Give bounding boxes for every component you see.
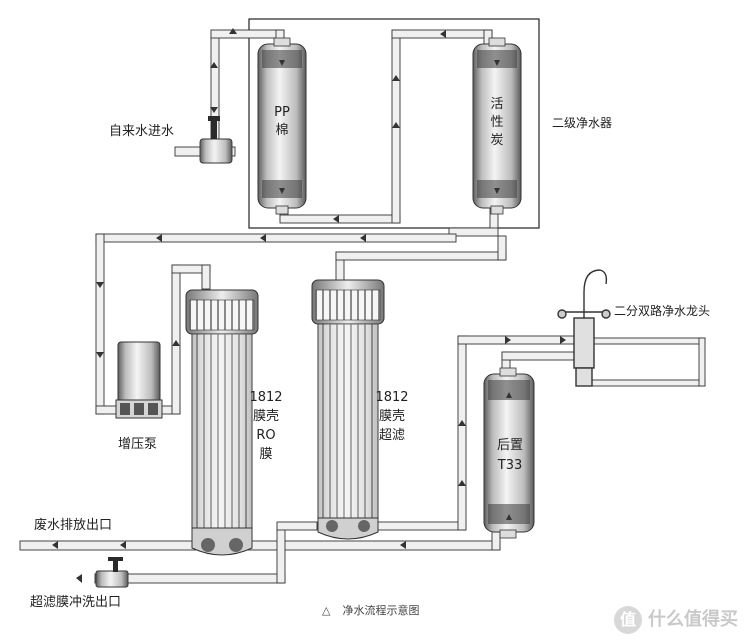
secondary-purifier-label: 二级净水器 [552, 116, 613, 130]
dual-faucet-icon [557, 269, 611, 387]
inlet-valve-icon [199, 116, 233, 164]
secondary-purifier-frame [248, 18, 540, 229]
pp-filter-label: PP 棉 [274, 105, 290, 138]
uf-membrane-housing [311, 279, 385, 540]
waste-outlet-label: 废水排放出口 [34, 518, 113, 533]
carbon-filter-label: 活 性 炭 [490, 97, 504, 148]
booster-pump [115, 341, 163, 419]
caption-triangle-icon: △ [322, 604, 331, 617]
flow-arrows [52, 28, 566, 583]
uf-membrane-label: 1812 膜壳 超滤 [375, 390, 409, 443]
post-filter-t33-cartridge [483, 367, 535, 539]
watermark: 值什么值得买 [614, 605, 738, 634]
watermark-text: 什么值得买 [648, 609, 738, 630]
inlet-label: 自来水进水 [109, 124, 175, 139]
uf-flush-valve-icon [95, 557, 129, 588]
carbon-filter-cartridge [472, 37, 522, 215]
ro-membrane-housing [185, 289, 259, 556]
caption-text: 净水流程示意图 [342, 604, 420, 617]
watermark-logo-icon: 值 [614, 606, 642, 634]
pp-filter-cartridge [257, 37, 307, 215]
faucet-label: 二分双路净水龙头 [614, 304, 711, 318]
pipes [19, 29, 706, 584]
figure-caption: △ 净水流程示意图 [322, 602, 419, 618]
uf-flush-outlet-label: 超滤膜冲洗出口 [30, 595, 122, 610]
post-filter-label: 后置 T33 [496, 438, 523, 473]
booster-pump-label: 增压泵 [118, 437, 158, 452]
ro-membrane-label: 1812 膜壳 RO 膜 [249, 390, 283, 462]
